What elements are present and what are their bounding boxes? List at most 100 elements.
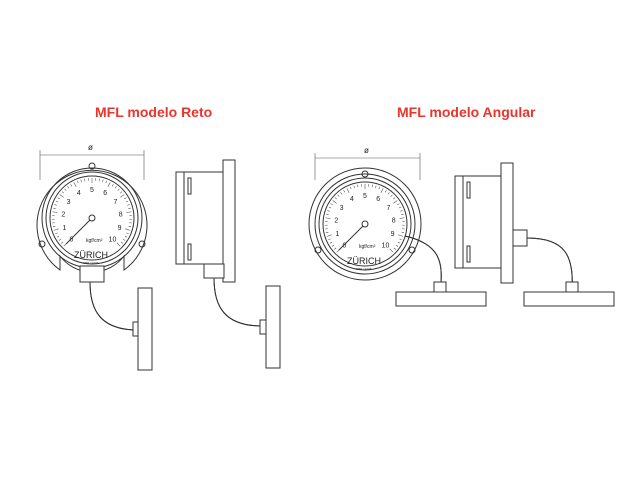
angular-scale-tick — [401, 231, 405, 234]
angular-flange — [308, 167, 422, 281]
reto-scale-tick — [105, 180, 108, 184]
reto-unit-label: kgf/cm² — [86, 238, 103, 244]
reto-scale-tick — [73, 182, 77, 187]
angular-bezel-inner — [318, 177, 412, 271]
reto-scale-tick — [53, 228, 59, 231]
angular-sensor-neck — [433, 281, 447, 293]
reto-mount-hole-left — [38, 240, 46, 248]
angular-scale-tick — [399, 238, 402, 241]
angular-side-capillary-outer — [526, 237, 573, 293]
angular-scale-tick — [326, 213, 329, 215]
angular-scale-label: 10 — [382, 243, 390, 250]
reto-scale-tick — [125, 200, 129, 203]
angular-side-body — [454, 175, 502, 269]
reto-scale-tick — [119, 191, 123, 194]
angular-needle-hub — [361, 220, 369, 228]
angular-scale-tick — [327, 210, 330, 212]
angular-scale-tick — [392, 197, 396, 200]
reto-scale-tick — [126, 211, 132, 213]
reto-scale-label: 3 — [67, 199, 71, 206]
angular-side-stem — [512, 229, 528, 247]
angular-unit-label: kgf/cm² — [359, 244, 376, 250]
reto-scale-tick — [61, 191, 65, 194]
reto-diameter-symbol: ø — [88, 143, 93, 152]
reto-side-sensor-flange — [265, 285, 281, 369]
angular-scale-tick — [328, 238, 331, 241]
angular-scale-tick — [349, 186, 352, 190]
angular-scale-tick — [337, 194, 340, 197]
angular-scale-tick — [326, 234, 332, 237]
angular-scale-tick — [400, 210, 403, 212]
reto-scale-tick — [76, 180, 79, 184]
reto-sensor-flange — [137, 287, 153, 371]
reto-scale-tick — [116, 242, 121, 247]
reto-scale-label: 2 — [61, 211, 65, 218]
angular-scale-tick — [325, 217, 331, 219]
angular-mount-hole-left — [314, 246, 322, 254]
angular-scale-label: 4 — [350, 196, 354, 203]
angular-scale-tick — [398, 206, 402, 209]
angular-scale-tick — [384, 190, 387, 193]
reto-scale-tick — [126, 232, 129, 235]
reto-scale-label: 1 — [62, 225, 66, 232]
reto-scale-tick — [120, 241, 124, 244]
reto-scale-tick — [111, 184, 114, 187]
angular-scale-tick — [343, 190, 346, 193]
reto-mount-hole-top — [88, 162, 96, 170]
angular-scale-tick — [378, 186, 381, 190]
angular-scale-tick — [389, 248, 394, 253]
reto-stem — [79, 265, 105, 283]
reto-needle-hub — [88, 214, 96, 222]
reto-scale-tick — [124, 197, 127, 200]
angular-scale-tick — [399, 217, 405, 219]
reto-scale-tick — [102, 179, 104, 183]
reto-needle — [65, 217, 93, 245]
angular-scale-tick — [332, 200, 337, 204]
reto-scale-label: 0 — [70, 237, 74, 244]
angular-scale-label: 3 — [340, 205, 344, 212]
angular-scale-tick — [346, 188, 350, 193]
angular-scale-label: 7 — [387, 205, 391, 212]
reto-side-capillary-outer — [213, 277, 263, 327]
reto-scale-tick — [57, 197, 60, 200]
angular-mount-hole-top — [361, 170, 369, 178]
angular-scale-tick — [329, 241, 333, 244]
reto-scale-label: 10 — [109, 237, 117, 244]
reto-scale-tick — [59, 194, 64, 198]
title-modelo-angular: MFL modelo Angular — [397, 104, 536, 120]
angular-scale-tick — [340, 192, 343, 195]
reto-scale-tick — [54, 204, 57, 206]
reto-scale-tick — [125, 228, 131, 231]
angular-side-flange — [500, 162, 514, 284]
reto-scale-tick — [64, 188, 67, 191]
reto-side-sensor-neck — [259, 319, 267, 335]
reto-dial — [49, 175, 135, 261]
angular-scale-label: 8 — [392, 217, 396, 224]
reto-sensor-neck — [132, 321, 139, 337]
angular-side-capillary-inner — [526, 237, 573, 293]
angular-brand: ZÜRICH — [347, 256, 381, 266]
angular-mount-hole-right — [408, 246, 416, 254]
reto-scale-tick — [52, 211, 58, 213]
reto-scale-tick — [120, 194, 125, 198]
angular-scale-label: 6 — [376, 196, 380, 203]
reto-scale-tick — [127, 204, 130, 206]
reto-scale-tick — [58, 238, 62, 241]
angular-side-sensor-neck — [565, 281, 579, 293]
angular-scale-tick — [398, 234, 404, 237]
reto-scale-tick — [60, 241, 64, 244]
angular-scale-tick — [325, 231, 329, 234]
reto-scale-tick — [67, 186, 70, 189]
angular-scale-tick — [375, 185, 377, 189]
angular-scale-tick — [330, 203, 333, 206]
angular-scale-label: 9 — [391, 231, 395, 238]
reto-scale-tick — [70, 184, 73, 187]
reto-scale-tick — [80, 179, 82, 183]
reto-side-clip-bottom — [187, 243, 192, 261]
reto-scale-tick — [122, 238, 126, 241]
